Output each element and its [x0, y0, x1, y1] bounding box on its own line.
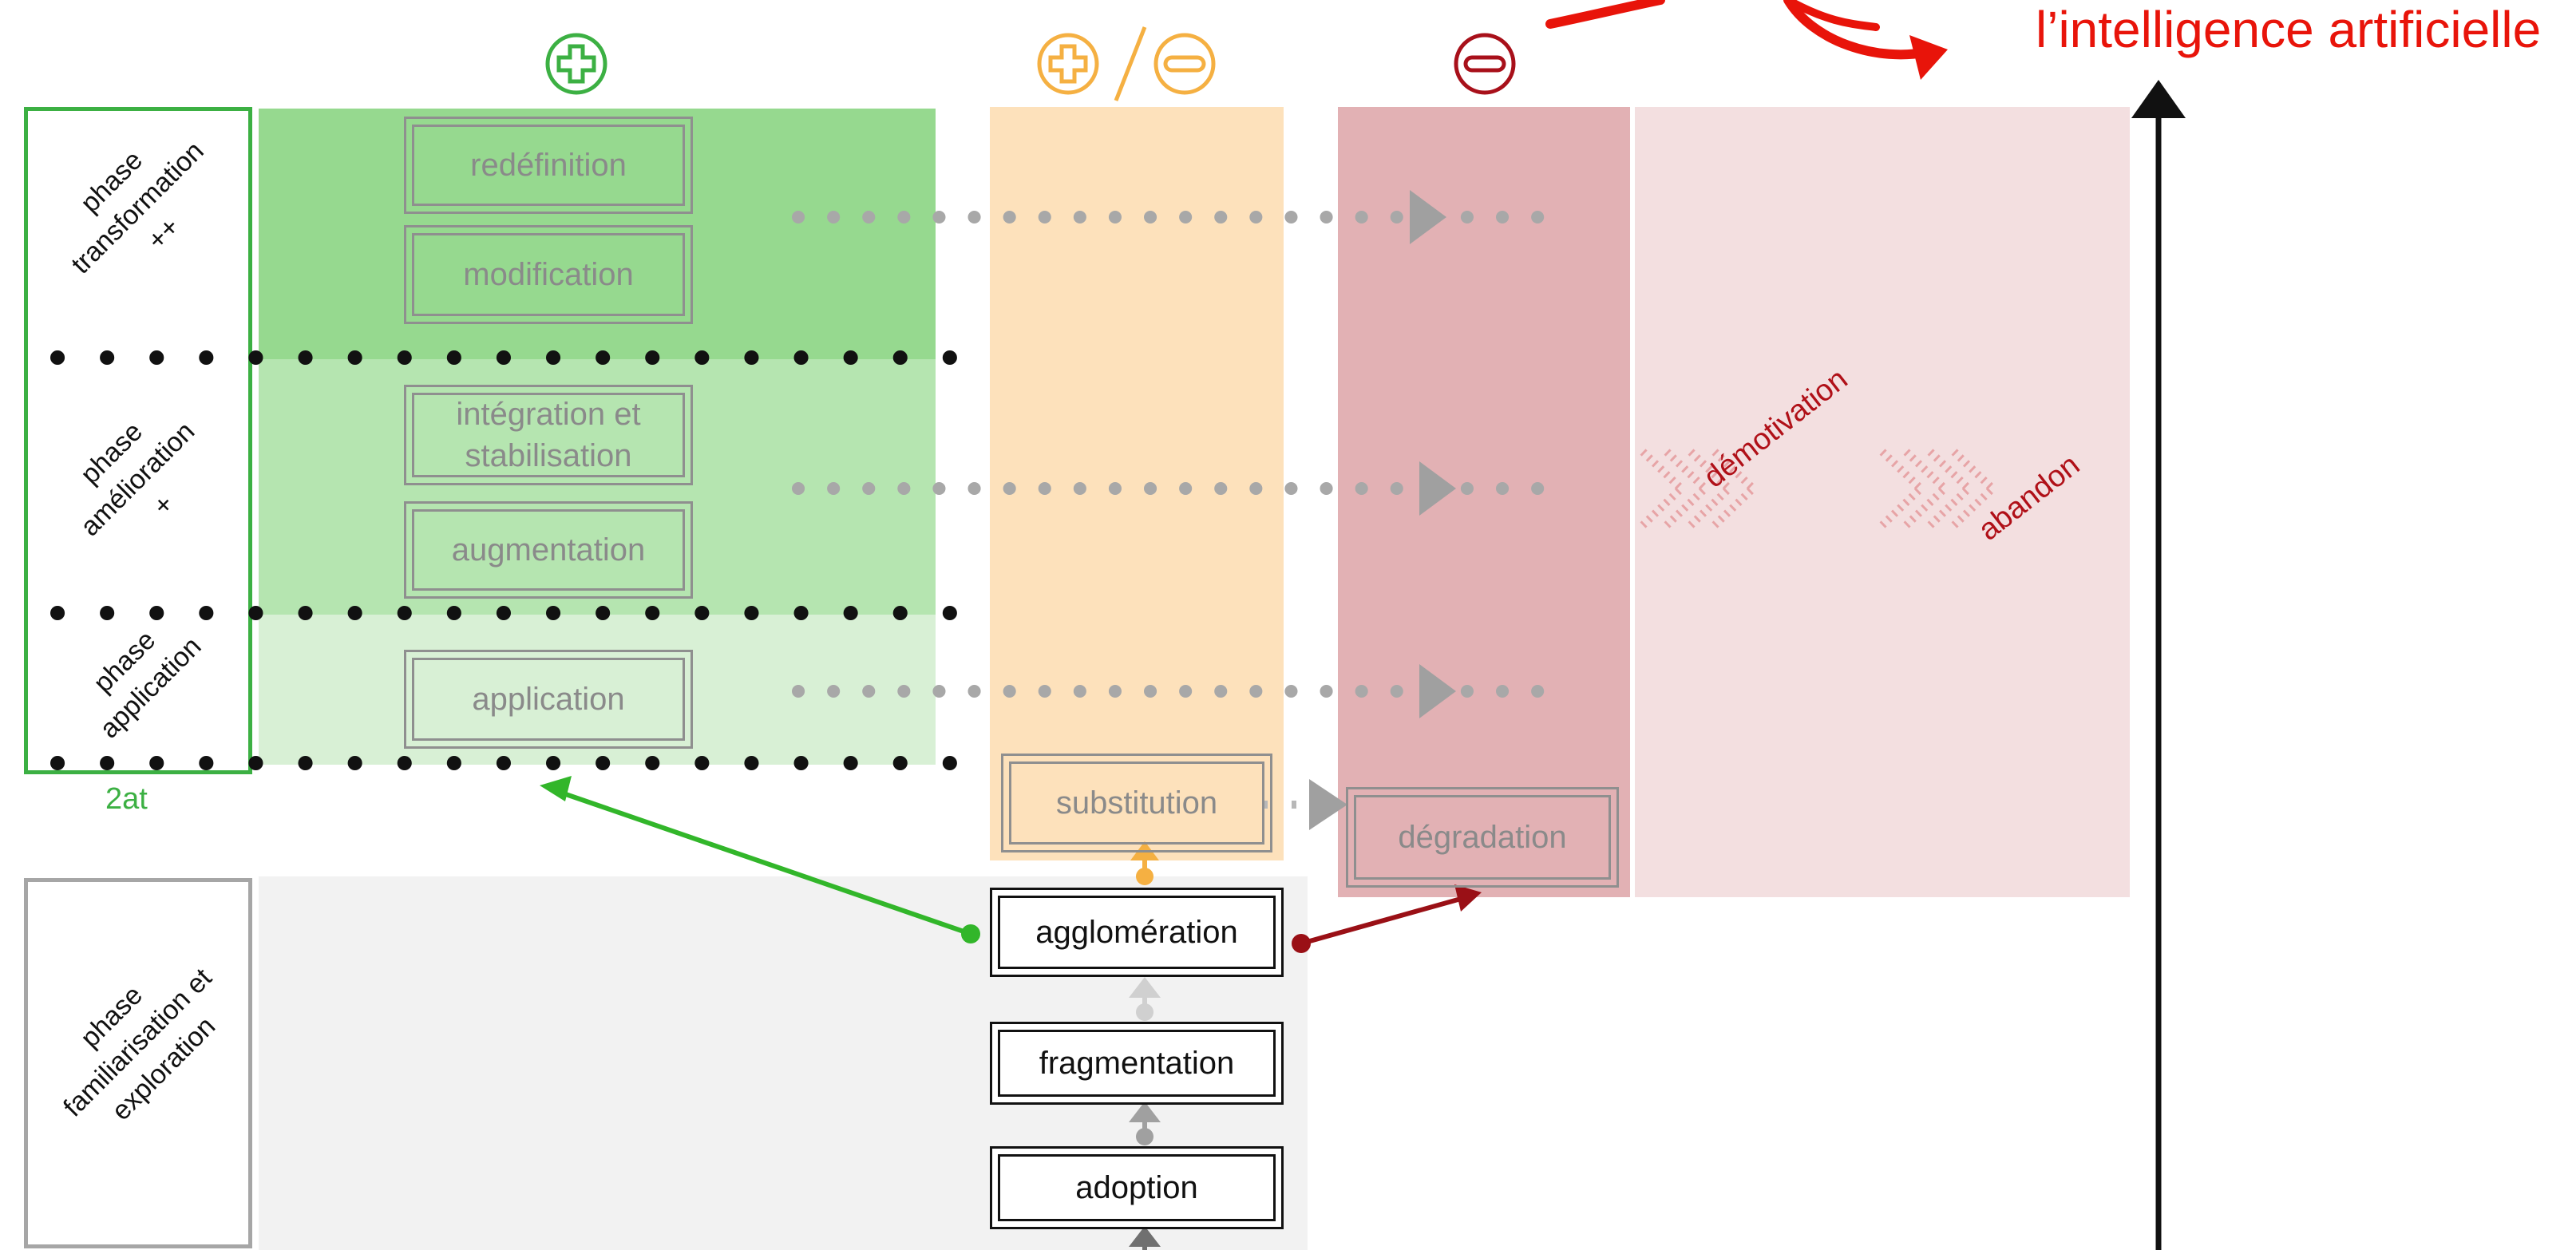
- dark-gray-up-arrowhead: [1129, 1226, 1161, 1247]
- box-modification: modification: [404, 225, 693, 324]
- mid-gray-up-dot: [1136, 1128, 1153, 1145]
- vertical-axis-arrowhead: [2131, 80, 2186, 118]
- gray-flow-arrowhead-2: [1419, 461, 1456, 516]
- box-integration-stabilisation: intégration et stabilisation: [404, 385, 693, 485]
- orange-up-dot: [1136, 868, 1153, 885]
- chevron-dots-2-icon: [1879, 449, 1999, 528]
- pink-zone: [1635, 107, 2130, 897]
- frame-label-2at: 2at: [105, 782, 148, 816]
- phase-frame-2at: [24, 107, 252, 774]
- red-arrow-start: [1292, 934, 1311, 953]
- box-substitution: substitution: [1001, 754, 1272, 852]
- green-zone-amelioration: [259, 359, 936, 615]
- plus-minus-symbol-icon: [1037, 26, 1216, 101]
- orange-zone: [990, 107, 1284, 860]
- title-red-stroke-2: [1783, 0, 1937, 60]
- plus-symbol-icon: [545, 33, 607, 95]
- chevron-dots-1-icon: [1640, 449, 1759, 528]
- phase-frame-familiarisation: [24, 878, 252, 1248]
- light-gray-up-dot: [1136, 1003, 1153, 1021]
- substitution-degradation-arrowhead: [1309, 779, 1347, 830]
- box-degradation: dégradation: [1346, 787, 1619, 888]
- green-arrow-start: [961, 924, 980, 943]
- box-fragmentation: fragmentation: [990, 1022, 1284, 1105]
- box-augmentation: augmentation: [404, 501, 693, 599]
- box-application: application: [404, 650, 693, 749]
- box-redefinition: redéfinition: [404, 117, 693, 214]
- green-arrow-line: [558, 789, 971, 936]
- mid-gray-up-arrowhead: [1129, 1102, 1161, 1122]
- light-gray-up-arrowhead: [1129, 977, 1161, 998]
- red-arrow-line: [1300, 896, 1462, 946]
- green-arrow-head: [540, 776, 572, 801]
- page-title: l’intelligence artificielle: [2036, 1, 2542, 58]
- title-red-stroke-1: [1545, 0, 1665, 29]
- red-arrow-head: [1454, 884, 1482, 912]
- title-red-arrowhead: [1909, 35, 1948, 80]
- minus-symbol-icon: [1454, 33, 1516, 95]
- gray-flow-arrowhead-3: [1419, 664, 1456, 718]
- red-zone: [1338, 107, 1630, 897]
- title-red-stroke-3: [1784, 0, 1880, 31]
- gray-flow-arrowhead-1: [1410, 190, 1446, 244]
- box-adoption: adoption: [990, 1146, 1284, 1229]
- box-agglomeration: agglomération: [990, 888, 1284, 977]
